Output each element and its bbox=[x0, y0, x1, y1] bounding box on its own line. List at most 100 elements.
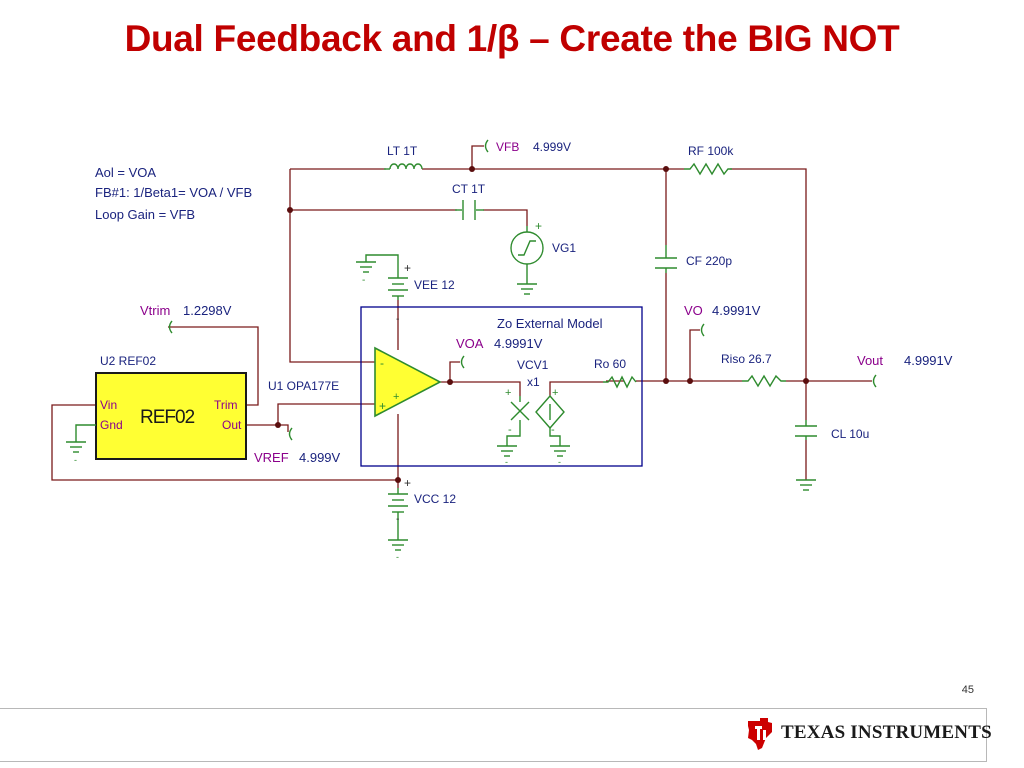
capacitor-cf bbox=[655, 245, 677, 273]
junction-dot bbox=[687, 378, 693, 384]
junction-dot bbox=[663, 166, 669, 172]
battery-vee bbox=[356, 254, 408, 300]
schematic-diagram: Aol = VOA FB#1: 1/Beta1= VOA / VFB Loop … bbox=[51, 139, 953, 562]
junction-dot bbox=[447, 379, 453, 385]
vg1-plus: + bbox=[535, 219, 542, 233]
wire-vin-loop bbox=[51, 404, 398, 481]
zo-model-label: Zo External Model bbox=[497, 316, 603, 331]
resistor-ro bbox=[603, 375, 637, 389]
wire-ct-to-vg1 bbox=[483, 209, 528, 226]
page-number: 45 bbox=[961, 684, 974, 696]
ref02-pin-gnd: Gnd bbox=[100, 418, 123, 432]
vref-probe-icon bbox=[288, 427, 293, 441]
battery-vcc bbox=[388, 488, 408, 551]
vtrim-probe-value: 1.2298V bbox=[183, 303, 232, 318]
wire-vo-probe bbox=[689, 329, 700, 381]
capacitor-ct bbox=[455, 200, 484, 220]
footer-bar bbox=[0, 708, 987, 762]
vcv1-label: VCV1 bbox=[517, 358, 549, 372]
wire-vcv-out bbox=[549, 381, 603, 396]
wire-opamp-to-vcv bbox=[450, 381, 521, 396]
junction-dot bbox=[287, 207, 293, 213]
vout-probe-icon bbox=[872, 374, 877, 388]
vfb-probe-value: 4.999V bbox=[533, 140, 571, 154]
vee-label: VEE 12 bbox=[414, 278, 455, 292]
junction-dot bbox=[803, 378, 809, 384]
slide-title: Dual Feedback and 1/β – Create the BIG N… bbox=[124, 18, 900, 59]
wire-ref-out-to-plus bbox=[246, 403, 375, 426]
vcc-label: VCC 12 bbox=[414, 492, 456, 506]
vcv-in-minus: - bbox=[508, 424, 512, 436]
vcv-gnd1-minus: - bbox=[505, 457, 508, 467]
wire-vfb-probe bbox=[471, 145, 484, 169]
vcv-out-plus: + bbox=[552, 387, 558, 399]
junction-dot bbox=[663, 378, 669, 384]
inductor-lt bbox=[384, 163, 423, 170]
ref02-ground bbox=[66, 424, 96, 453]
wire-lt-left bbox=[289, 169, 375, 363]
annotation-loop-gain: Loop Gain = VFB bbox=[95, 207, 195, 222]
vee-minus: - bbox=[396, 314, 399, 325]
vref-probe-name: VREF bbox=[254, 450, 289, 465]
ref02-pin-vin: Vin bbox=[100, 398, 117, 412]
vref-probe-value: 4.999V bbox=[299, 450, 341, 465]
vout-probe-name: Vout bbox=[857, 353, 883, 368]
vcc-plus: + bbox=[404, 476, 411, 490]
vee-plus: + bbox=[404, 261, 411, 275]
annotation-fb1: FB#1: 1/Beta1= VOA / VFB bbox=[95, 185, 252, 200]
ro-label: Ro 60 bbox=[594, 357, 626, 371]
vcv-out-minus: - bbox=[551, 424, 555, 436]
rf-label: RF 100k bbox=[688, 144, 734, 158]
vtrim-probe-icon bbox=[168, 320, 173, 334]
annotation-aol: Aol = VOA bbox=[95, 165, 156, 180]
vg1-label: VG1 bbox=[552, 241, 576, 255]
vfb-probe-name: VFB bbox=[496, 140, 519, 154]
loop-annotations: Aol = VOA FB#1: 1/Beta1= VOA / VFB Loop … bbox=[95, 165, 252, 222]
vee-gnd-minus: - bbox=[362, 275, 365, 286]
vcc-minus: - bbox=[396, 514, 399, 525]
vcv-gnd2-minus: - bbox=[558, 457, 561, 467]
vo-probe-value: 4.9991V bbox=[712, 303, 761, 318]
lt-label: LT 1T bbox=[387, 144, 418, 158]
resistor-rf bbox=[684, 162, 732, 176]
vcvs-output-diamond bbox=[535, 394, 570, 457]
riso-label: Riso 26.7 bbox=[721, 352, 772, 366]
ti-logo-icon bbox=[748, 718, 772, 750]
vcc-gnd-minus: - bbox=[396, 552, 399, 562]
u1-label: U1 OPA177E bbox=[268, 379, 339, 393]
ti-wordmark: TEXAS INSTRUMENTS bbox=[781, 722, 992, 743]
ref02-body-label: REF02 bbox=[140, 407, 195, 428]
vtrim-probe-name: Vtrim bbox=[140, 303, 170, 318]
capacitor-cl bbox=[795, 420, 817, 491]
vcvs-input-x bbox=[497, 396, 530, 457]
vo-probe-icon bbox=[700, 323, 705, 337]
ref02-pin-trim: Trim bbox=[214, 398, 238, 412]
u2-label: U2 REF02 bbox=[100, 354, 156, 368]
ref02-pin-out: Out bbox=[222, 418, 242, 432]
voa-probe-icon bbox=[460, 355, 465, 369]
vcv1-gain: x1 bbox=[527, 375, 540, 389]
ref02-block bbox=[95, 372, 247, 460]
voa-probe-name: VOA bbox=[456, 336, 484, 351]
opamp-plus-supply: + bbox=[393, 391, 399, 403]
opamp-minus-input: - bbox=[380, 356, 384, 370]
wire-vref-probe bbox=[278, 424, 289, 432]
junctions bbox=[275, 166, 809, 483]
junction-dot bbox=[469, 166, 475, 172]
ct-label: CT 1T bbox=[452, 182, 486, 196]
ref02-gnd-minus: - bbox=[74, 455, 77, 465]
zo-model-box bbox=[360, 306, 643, 467]
opamp-plus-input: + bbox=[379, 399, 386, 413]
cf-label: CF 220p bbox=[686, 254, 732, 268]
opamp-u1 bbox=[374, 346, 442, 418]
junction-dot bbox=[275, 422, 281, 428]
voa-probe-value: 4.9991V bbox=[494, 336, 543, 351]
signal-source-vg1 bbox=[510, 226, 544, 295]
wire-opamp-out bbox=[440, 361, 460, 383]
resistor-riso bbox=[742, 374, 786, 388]
wire-trim-probe bbox=[168, 326, 259, 406]
vfb-probe-icon bbox=[484, 139, 489, 153]
cl-label: CL 10u bbox=[831, 427, 869, 441]
junction-dot bbox=[395, 477, 401, 483]
wire-rf-right bbox=[730, 168, 807, 420]
